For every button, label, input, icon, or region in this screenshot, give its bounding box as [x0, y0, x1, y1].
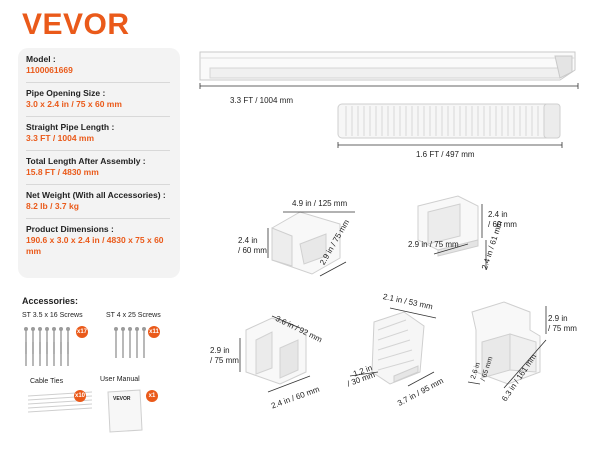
tee-dimension-b2: / 75 mm — [210, 356, 239, 365]
flexible-pipe-image — [337, 103, 561, 139]
spec-panel: Model : 1100061669 Pipe Opening Size : 3… — [18, 48, 180, 278]
cable-ties-count-badge: x10 — [74, 390, 86, 402]
user-manual-count-badge: x1 — [146, 390, 158, 402]
cover-dimension-b: 2.9 in / 75 mm — [408, 240, 459, 249]
spec-label: Straight Pipe Length : — [26, 122, 115, 132]
end-fitting-image — [471, 301, 541, 385]
flex-pipe-dimension: 1.6 FT / 497 mm — [416, 150, 475, 159]
user-manual-label: User Manual — [100, 376, 140, 383]
spec-label: Net Weight (With all Accessories) : — [26, 190, 166, 200]
tee-image — [245, 317, 307, 385]
screws-st35-image — [25, 330, 69, 366]
elbow-dimension-b: 2.4 in — [238, 236, 258, 245]
straight-pipe-image — [199, 51, 576, 81]
spec-value: 15.8 FT / 4830 mm — [26, 167, 99, 177]
spec-label: Total Length After Assembly : — [26, 156, 146, 166]
spec-model: Model : 1100061669 — [26, 54, 180, 76]
divider — [26, 116, 170, 117]
screws-st4-image — [115, 330, 145, 358]
elbow-dimension-a: 4.9 in / 125 mm — [292, 199, 348, 208]
end-dimension-a2: / 75 mm — [548, 324, 577, 333]
spec-value: 190.6 x 3.0 x 2.4 in / 4830 x 75 x 60 mm — [26, 235, 164, 256]
spec-net-weight: Net Weight (With all Accessories) : 8.2 … — [26, 190, 180, 212]
spec-label: Pipe Opening Size : — [26, 88, 106, 98]
cover-dimension-a2: / 60 mm — [488, 220, 517, 229]
spec-value: 8.2 lb / 3.7 kg — [26, 201, 79, 211]
divider — [26, 184, 170, 185]
spec-value: 3.3 FT / 1004 mm — [26, 133, 95, 143]
divider — [26, 82, 170, 83]
cover-dimension-a: 2.4 in — [488, 210, 508, 219]
straight-pipe-dimension: 3.3 FT / 1004 mm — [230, 96, 293, 105]
cable-ties-image — [27, 391, 93, 413]
accessories-title: Accessories: — [22, 296, 79, 306]
divider — [26, 150, 170, 151]
spec-pipe-opening: Pipe Opening Size : 3.0 x 2.4 in / 75 x … — [26, 88, 180, 110]
user-manual-image — [107, 389, 143, 433]
screws-st35-label: ST 3.5 x 16 Screws — [22, 312, 83, 319]
brand-logo: VEVOR — [22, 8, 130, 41]
spec-value: 1100061669 — [26, 65, 73, 75]
cable-ties-label: Cable Ties — [30, 378, 64, 385]
divider — [26, 218, 170, 219]
spec-value: 3.0 x 2.4 in / 75 x 60 mm — [26, 99, 122, 109]
spec-total-length: Total Length After Assembly : 15.8 FT / … — [26, 156, 180, 178]
spec-product-dimensions: Product Dimensions : 190.6 x 3.0 x 2.4 i… — [26, 224, 180, 257]
end-dimension-a: 2.9 in — [548, 314, 568, 323]
spec-label: Model : — [26, 54, 56, 64]
tee-dimension-b: 2.9 in — [210, 346, 230, 355]
spec-straight-length: Straight Pipe Length : 3.3 FT / 1004 mm — [26, 122, 180, 144]
screws-st4-count-badge: x11 — [148, 326, 160, 338]
screws-st35-count-badge: x17 — [76, 326, 88, 338]
manual-logo-text: VEVOR — [113, 396, 131, 402]
cover-image — [417, 195, 479, 257]
screws-st4-label: ST 4 x 25 Screws — [106, 312, 161, 319]
spec-label: Product Dimensions : — [26, 224, 114, 234]
coupler-image — [371, 311, 425, 385]
elbow-dimension-b2: / 60 mm — [238, 246, 267, 255]
